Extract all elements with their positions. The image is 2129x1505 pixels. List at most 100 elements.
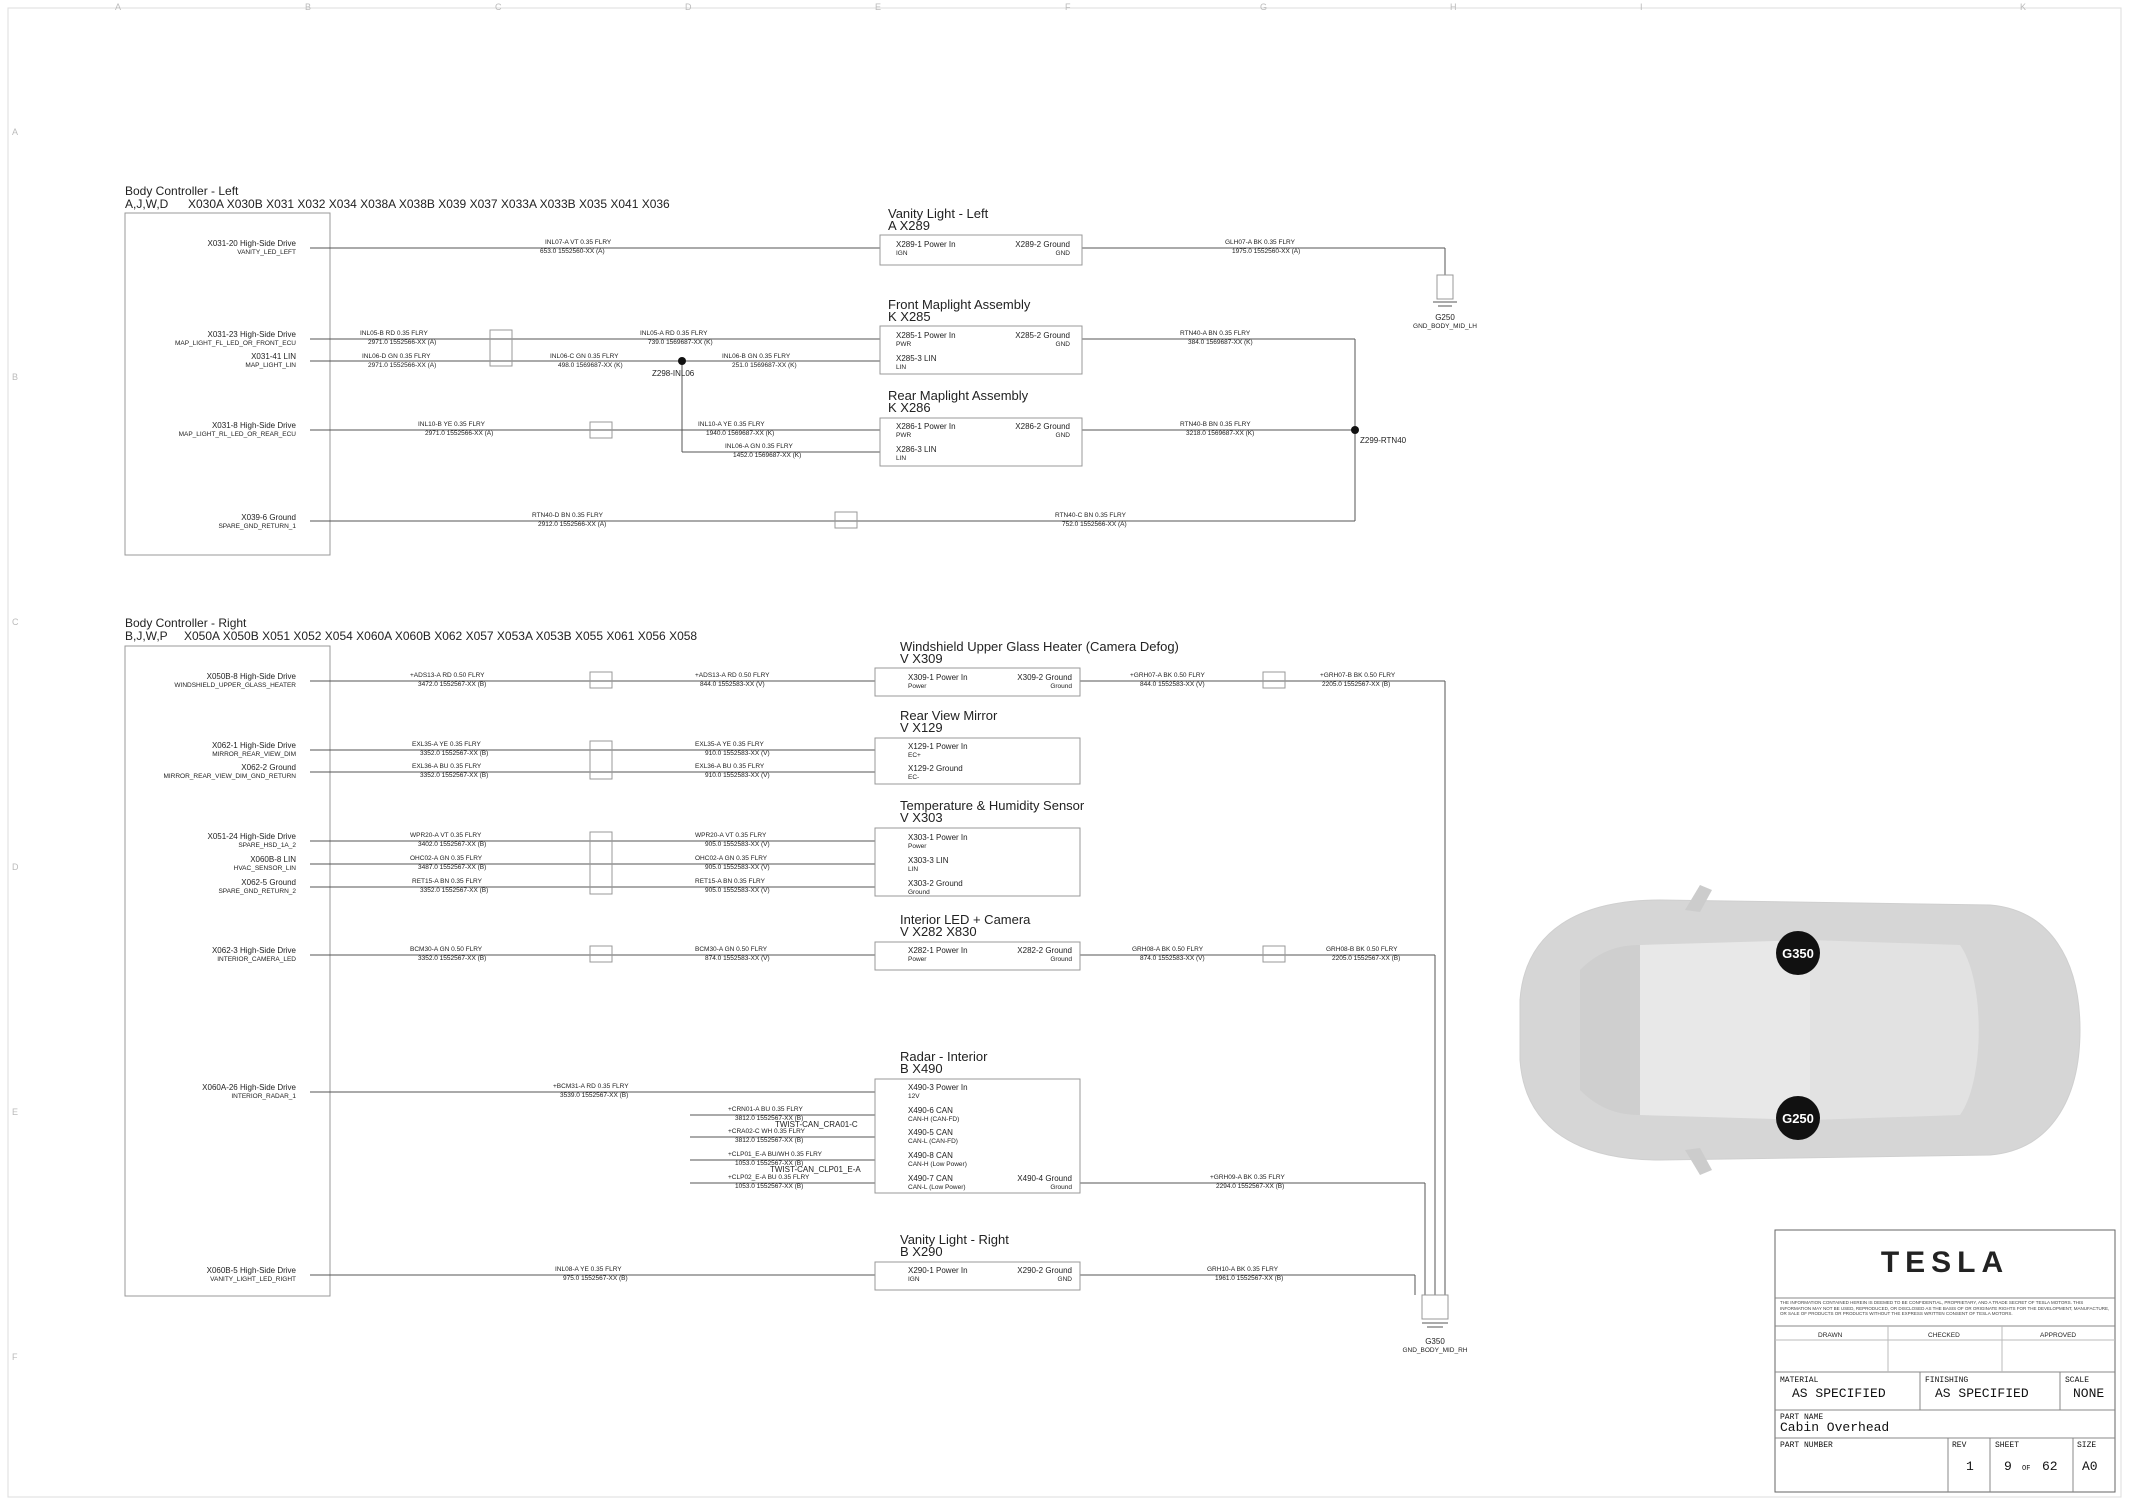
pin-label: X060B-8 LIN bbox=[250, 855, 296, 864]
wire-label: GRH08-A BK 0.50 FLRY bbox=[1132, 946, 1204, 953]
wire-label: 2912.0 1552566-XX (A) bbox=[538, 521, 606, 528]
pin-label: X031-23 High-Side Drive bbox=[208, 330, 297, 339]
device-title: Windshield Upper Glass Heater (Camera De… bbox=[900, 639, 1179, 654]
wire-label: +BCM31-A RD 0.35 FLRY bbox=[553, 1083, 629, 1090]
wire-label: INL05-A RD 0.35 FLRY bbox=[640, 330, 708, 337]
wire-label: INL07-A VT 0.35 FLRY bbox=[545, 239, 612, 246]
wire-label: RTN40-D BN 0.35 FLRY bbox=[532, 512, 604, 519]
device-pin-sig: CAN-H (Low Power) bbox=[908, 1161, 967, 1168]
wire-label: 251.0 1569687-XX (K) bbox=[732, 362, 797, 369]
ground-signal: GND_BODY_MID_RH bbox=[1402, 1347, 1467, 1354]
grid-col: H bbox=[1450, 2, 1457, 12]
pin-signal: SPARE_GND_RETURN_1 bbox=[218, 523, 296, 530]
device-title: Interior LED + Camera bbox=[900, 912, 1031, 927]
wire-label: RTN40-C BN 0.35 FLRY bbox=[1055, 512, 1127, 519]
ground-marker-label: G250 bbox=[1782, 1111, 1814, 1126]
pin-signal: INTERIOR_RADAR_1 bbox=[231, 1093, 296, 1100]
device-pin-sig: LIN bbox=[908, 866, 918, 873]
device-pin-sig: 12V bbox=[908, 1093, 920, 1100]
pin-label: X039-6 Ground bbox=[241, 513, 296, 522]
wire-label: WPR20-A VT 0.35 FLRY bbox=[695, 832, 767, 839]
wire-label: 653.0 1552560-XX (A) bbox=[540, 248, 605, 255]
device-pin: X490-6 CAN bbox=[908, 1106, 953, 1115]
wire-label: 3539.0 1552567-XX (B) bbox=[560, 1092, 628, 1099]
wire-label: EXL36-A BU 0.35 FLRY bbox=[695, 763, 765, 770]
wire-label: +ADS13-A RD 0.50 FLRY bbox=[695, 672, 770, 679]
grid-col: I bbox=[1640, 2, 1643, 12]
sheet-border bbox=[7, 7, 2122, 1498]
device-pin-sig: PWR bbox=[896, 341, 911, 348]
checked-label: CHECKED bbox=[1928, 1332, 1960, 1339]
grid-row: E bbox=[12, 1107, 18, 1117]
wire-label: RET15-A BN 0.35 FLRY bbox=[695, 878, 766, 885]
pin-signal: MAP_LIGHT_LIN bbox=[245, 362, 296, 369]
wire-label: 874.0 1552583-XX (V) bbox=[1140, 955, 1205, 962]
wire-label: BCM30-A GN 0.50 FLRY bbox=[410, 946, 483, 953]
grid-col: K bbox=[2020, 2, 2026, 12]
pin-signal: SPARE_GND_RETURN_2 bbox=[218, 888, 296, 895]
grid-col: D bbox=[685, 2, 692, 12]
pin-signal: SPARE_HSD_1A_2 bbox=[238, 842, 296, 849]
wire-label: 905.0 1552583-XX (V) bbox=[705, 887, 770, 894]
wire-label: EXL36-A BU 0.35 FLRY bbox=[412, 763, 482, 770]
material-label: MATERIAL bbox=[1780, 1376, 1819, 1385]
device-pin-sig: LIN bbox=[896, 364, 906, 371]
device-pin: X490-8 CAN bbox=[908, 1151, 953, 1160]
pin-label: X060B-5 High-Side Drive bbox=[207, 1266, 297, 1275]
device-pin-sig: Ground bbox=[1050, 1184, 1072, 1191]
pin-signal: INTERIOR_CAMERA_LED bbox=[217, 956, 296, 963]
wire-label: 910.0 1552583-XX (V) bbox=[705, 750, 770, 757]
ground-marker-g350 bbox=[1776, 931, 1820, 975]
wire-label: INL10-B YE 0.35 FLRY bbox=[418, 421, 486, 428]
device-pin: X309-1 Power In bbox=[908, 673, 968, 682]
wire-label: RTN40-B BN 0.35 FLRY bbox=[1180, 421, 1251, 428]
grid-col: B bbox=[305, 2, 311, 12]
device-pin-sig: IGN bbox=[896, 250, 908, 257]
wire-label: 844.0 1552583-XX (V) bbox=[700, 681, 765, 688]
device-pin: X129-2 Ground bbox=[908, 764, 963, 773]
wire-label: +GRH07-A BK 0.50 FLRY bbox=[1130, 672, 1206, 679]
wire-label: 975.0 1552567-XX (B) bbox=[563, 1275, 628, 1282]
wire-label: INL06-D GN 0.35 FLRY bbox=[362, 353, 431, 360]
device-pin: X303-3 LIN bbox=[908, 856, 949, 865]
device-pin: X286-1 Power In bbox=[896, 422, 956, 431]
device-sub: K X285 bbox=[888, 309, 931, 324]
twist-label: TWIST-CAN_CLP01_E-A bbox=[770, 1165, 861, 1174]
device-pin: X282-2 Ground bbox=[1017, 946, 1072, 955]
device-box-vanity-right bbox=[874, 1261, 1081, 1291]
wire-label: 3352.0 1552567-XX (B) bbox=[420, 750, 488, 757]
device-sub: V X129 bbox=[900, 720, 943, 735]
left-wiring bbox=[310, 247, 1446, 522]
wire-label: INL06-B GN 0.35 FLRY bbox=[722, 353, 791, 360]
pin-label: X062-2 Ground bbox=[241, 763, 296, 772]
finishing-label: FINISHING bbox=[1925, 1376, 1968, 1385]
right-controller-connectors: X050A X050B X051 X052 X054 X060A X060B X… bbox=[184, 629, 697, 643]
device-pin-sig: PWR bbox=[896, 432, 911, 439]
device-title: Front Maplight Assembly bbox=[888, 297, 1031, 312]
car-top-view bbox=[1519, 885, 2081, 1175]
device-sub: B X490 bbox=[900, 1061, 943, 1076]
sheet-value: 9 bbox=[2004, 1459, 2012, 1474]
wire-label: +ADS13-A RD 0.50 FLRY bbox=[410, 672, 485, 679]
grid-row: C bbox=[12, 617, 19, 627]
wire-label: 1452.0 1569687-XX (K) bbox=[733, 452, 801, 459]
pin-signal: VANITY_LIGHT_LED_RIGHT bbox=[210, 1276, 296, 1283]
pin-label: X050B-8 High-Side Drive bbox=[207, 672, 297, 681]
finishing-value: AS SPECIFIED bbox=[1935, 1386, 2029, 1401]
device-title: Rear View Mirror bbox=[900, 708, 998, 723]
device-pin: X490-4 Ground bbox=[1017, 1174, 1072, 1183]
device-sub: V X303 bbox=[900, 810, 943, 825]
part-number-label: PART NUMBER bbox=[1780, 1441, 1833, 1450]
device-pin-sig: Ground bbox=[1050, 956, 1072, 963]
pin-label: X031-8 High-Side Drive bbox=[212, 421, 297, 430]
wire-label: 874.0 1552583-XX (V) bbox=[705, 955, 770, 962]
size-label: SIZE bbox=[2077, 1441, 2096, 1450]
pin-signal: HVAC_SENSOR_LIN bbox=[234, 865, 297, 872]
splice-label: Z298-INL06 bbox=[652, 369, 695, 378]
device-title: Vanity Light - Left bbox=[888, 206, 989, 221]
device-pin: X309-2 Ground bbox=[1017, 673, 1072, 682]
wire-label: 752.0 1552566-XX (A) bbox=[1062, 521, 1127, 528]
grid-col: E bbox=[875, 2, 881, 12]
size-value: A0 bbox=[2082, 1459, 2098, 1474]
